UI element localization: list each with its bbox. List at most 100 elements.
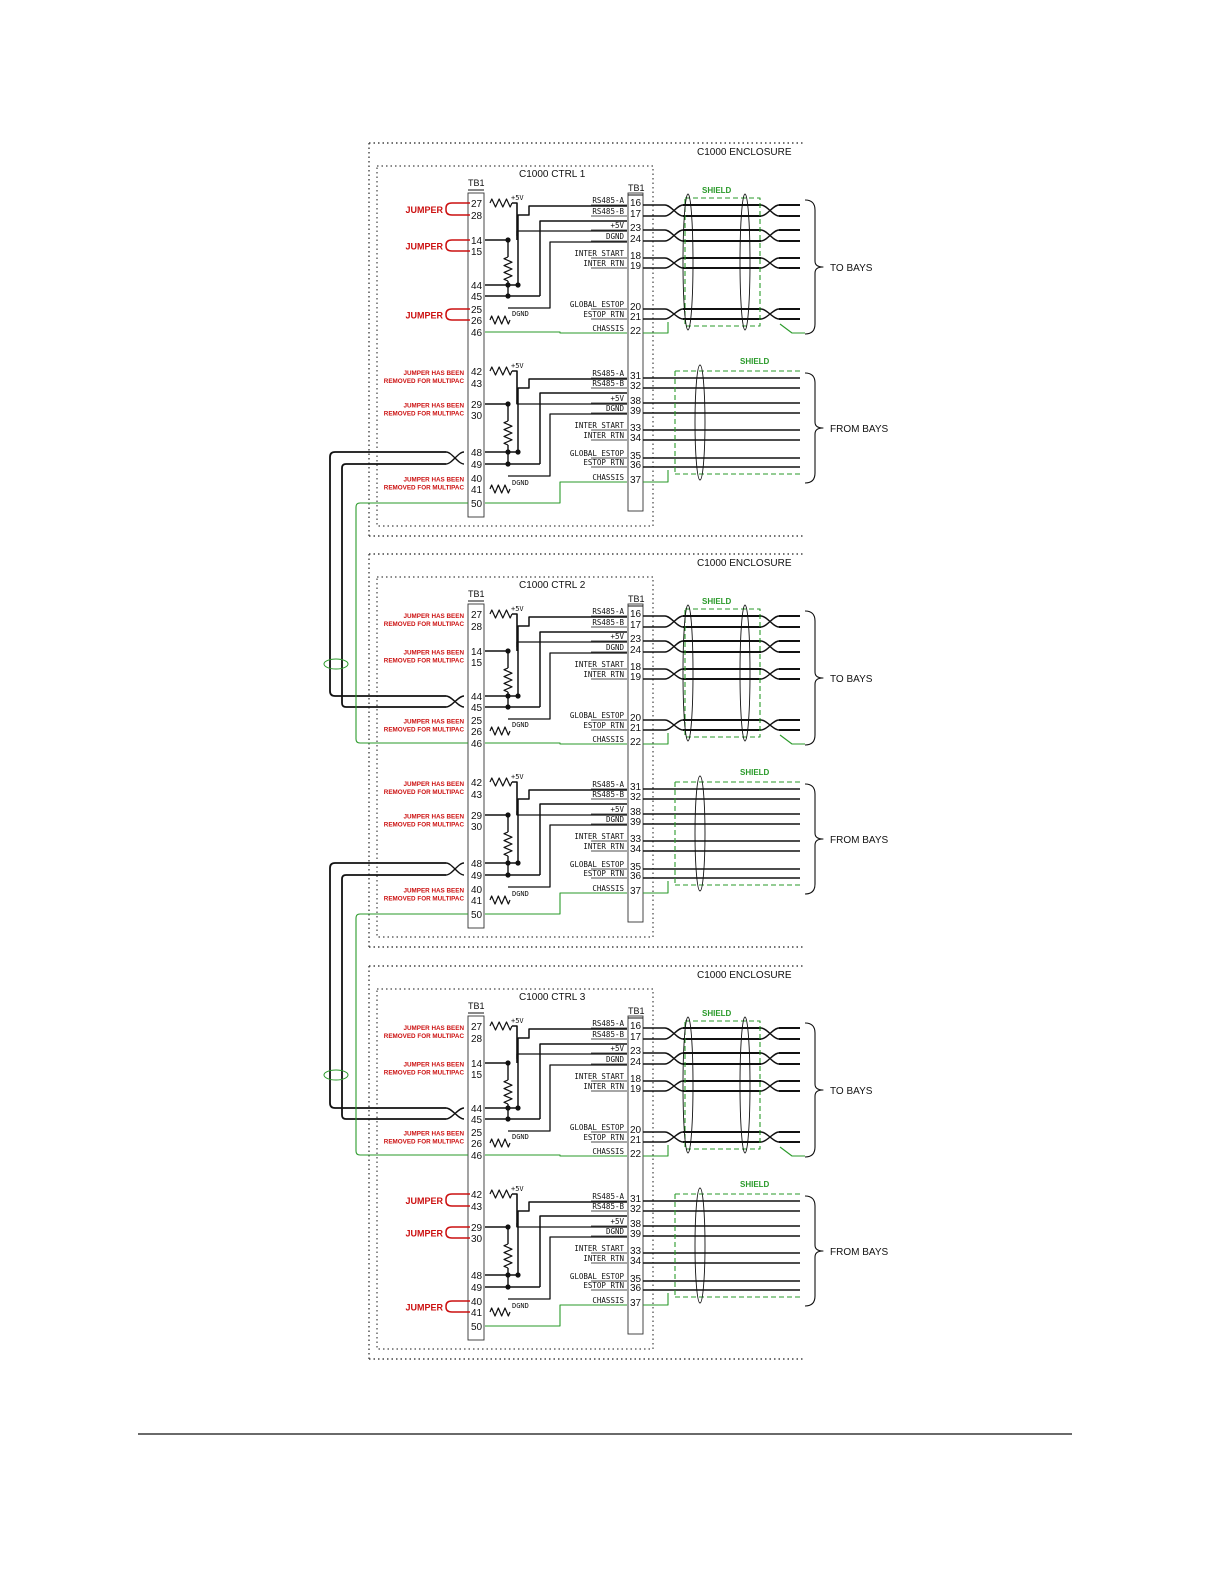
tb1-left-label: TB1 — [468, 589, 485, 599]
signal-label: INTER RTN — [583, 431, 624, 440]
signal-label: RS485-A — [592, 1019, 624, 1028]
tb1-left-terminal-15: 15 — [471, 247, 483, 258]
tb1-left-terminal-43: 43 — [471, 790, 483, 801]
controller-border — [376, 988, 654, 1350]
shield-outline — [674, 781, 800, 886]
tb1-left-terminal-25: 25 — [471, 305, 483, 316]
tb1-right-terminal-31: 31 — [630, 782, 642, 793]
enclosure-label: C1000 ENCLOSURE — [697, 558, 792, 569]
resistor-symbol — [489, 1138, 511, 1148]
twisted-pair-crossover — [760, 229, 780, 242]
tb1-right-terminal-24: 24 — [630, 1057, 642, 1068]
chassis-drain — [643, 470, 669, 483]
tb1-right-terminal-23: 23 — [630, 634, 642, 645]
signal-label: +5V — [610, 1217, 624, 1226]
signal-label: INTER START — [574, 249, 624, 258]
from-bays-bracket — [804, 783, 824, 895]
tb1-right-terminal-34: 34 — [630, 1256, 642, 1267]
removed-note-line1: JUMPER HAS BEEN — [403, 613, 464, 620]
resistor-symbol — [503, 831, 513, 857]
from-bays-label: FROM BAYS — [830, 424, 888, 435]
junction-dot — [505, 461, 511, 467]
chassis-wire — [485, 742, 627, 745]
removed-note-line1: JUMPER HAS BEEN — [403, 888, 464, 895]
shield-ellipse — [739, 1016, 751, 1154]
daisy-chain-twist — [445, 862, 465, 876]
tb1-right-terminal-22: 22 — [630, 1149, 642, 1160]
twisted-pair-crossover — [760, 1052, 780, 1065]
to-bays-label: TO BAYS — [830, 263, 873, 274]
signal-label: GLOBAL ESTOP — [570, 1123, 625, 1132]
tb1-left-terminal-48: 48 — [471, 1271, 483, 1282]
daisy-chain-wire — [329, 862, 446, 1109]
rs485-a-wire — [517, 205, 627, 285]
twisted-pair-crossover — [664, 257, 684, 269]
tb1-right-terminal-19: 19 — [630, 261, 642, 272]
signal-label: GLOBAL ESTOP — [570, 449, 625, 458]
twisted-pair-crossover — [760, 1027, 780, 1040]
signal-label: INTER START — [574, 1244, 624, 1253]
tb1-left-terminal-26: 26 — [471, 727, 483, 738]
junction-dot — [505, 704, 511, 710]
to-bays-label: TO BAYS — [830, 674, 873, 685]
tb1-right-terminal-16: 16 — [630, 1021, 642, 1032]
tb1-left-terminal-27: 27 — [471, 610, 483, 621]
twisted-pair-crossover — [760, 1080, 780, 1092]
shield-ellipse — [694, 775, 706, 892]
jumper-wire — [445, 1300, 470, 1313]
tb1-right-terminal-38: 38 — [630, 1219, 642, 1230]
signal-label: INTER RTN — [583, 670, 624, 679]
shield-outline — [674, 1193, 800, 1298]
resistor-symbol — [489, 484, 511, 494]
tb1-left-terminal-30: 30 — [471, 411, 483, 422]
shield-label: SHIELD — [702, 186, 732, 195]
jumper-label: JUMPER — [405, 205, 443, 215]
tb1-right-label: TB1 — [628, 183, 645, 193]
signal-label: ESTOP RTN — [583, 721, 624, 730]
tb1-right-terminal-33: 33 — [630, 834, 642, 845]
dgnd-wire — [508, 1064, 627, 1132]
wire — [512, 1193, 518, 1227]
chassis-drain — [643, 1145, 669, 1157]
tb1-left-terminal-25: 25 — [471, 716, 483, 727]
junction-dot — [505, 693, 511, 699]
dgnd-wire — [508, 241, 627, 309]
tb1-left-terminal-14: 14 — [471, 236, 483, 247]
controller-title: C1000 CTRL 1 — [519, 169, 586, 180]
tb1-right-terminal-17: 17 — [630, 209, 642, 220]
removed-note-line2: REMOVED FOR MULTIPAC — [384, 621, 465, 628]
tb1-left-terminal-45: 45 — [471, 1115, 483, 1126]
tb1-left-terminal-50: 50 — [471, 1322, 483, 1333]
junction-dot — [505, 860, 511, 866]
from-bays-bracket — [804, 372, 824, 484]
rs485-a-wire — [517, 789, 627, 863]
dgnd-label: DGND — [512, 310, 529, 318]
tb1-left-terminal-49: 49 — [471, 460, 483, 471]
tb1-left-label: TB1 — [468, 1001, 485, 1011]
tb1-left-strip — [467, 192, 485, 518]
tb1-right-terminal-20: 20 — [630, 1125, 642, 1136]
signal-label: RS485-B — [592, 207, 624, 216]
removed-note-line2: REMOVED FOR MULTIPAC — [384, 789, 465, 796]
signal-label: DGND — [606, 815, 625, 824]
tb1-right-terminal-39: 39 — [630, 1229, 642, 1240]
tb1-right-terminal-31: 31 — [630, 371, 642, 382]
chassis-wire — [485, 892, 627, 915]
plus5v-label: +5V — [511, 194, 524, 202]
rs485-a-wire — [517, 1201, 627, 1275]
resistor-symbol — [503, 1079, 513, 1105]
twisted-pair-crossover — [664, 668, 684, 680]
resistor-symbol — [503, 667, 513, 693]
shield-label: SHIELD — [702, 1009, 732, 1018]
signal-label: ESTOP RTN — [583, 1133, 624, 1142]
tb1-right-terminal-34: 34 — [630, 844, 642, 855]
jumper-wire — [445, 308, 470, 321]
tb1-right-terminal-31: 31 — [630, 1194, 642, 1205]
signal-label: INTER START — [574, 421, 624, 430]
wire — [512, 370, 518, 404]
tb1-left-terminal-46: 46 — [471, 328, 483, 339]
chassis-drain — [779, 323, 805, 334]
twisted-pair-crossover — [664, 640, 684, 653]
tb1-left-terminal-25: 25 — [471, 1128, 483, 1139]
